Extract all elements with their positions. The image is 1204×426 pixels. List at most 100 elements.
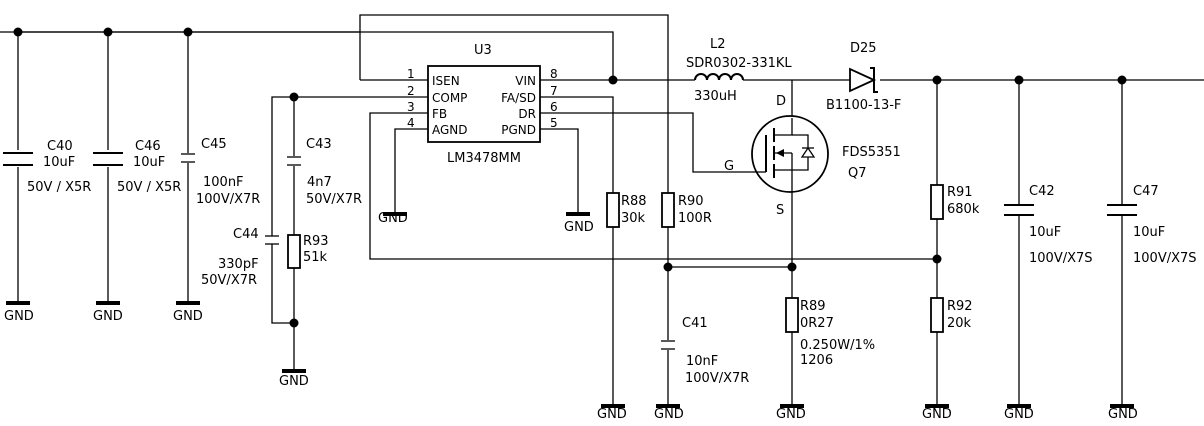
r89-power: 0.250W/1%	[800, 338, 875, 353]
resistor-r88: R88 30k	[606, 192, 647, 228]
diode-d25: D25 B1100-13-F	[826, 41, 901, 113]
r91-value: 680k	[947, 202, 980, 217]
gnd-label-c46: GND	[93, 309, 123, 324]
d25-part: B1100-13-F	[826, 98, 901, 113]
q7-part: FDS5351	[842, 145, 901, 160]
resistor-r90: R90 100R	[661, 192, 712, 228]
capacitor-c42: C42 10uF 100V/X7S	[1004, 184, 1093, 266]
r92-value: 20k	[947, 316, 972, 331]
c40-ref: C40	[47, 139, 73, 154]
u3-pin6-name: DR	[518, 107, 536, 121]
c45-rating: 100V/X7R	[196, 192, 260, 207]
u3-pin2-num: 2	[407, 84, 415, 98]
u3-pin6-num: 6	[550, 100, 558, 114]
resistor-r93: R93 51k	[287, 234, 329, 269]
c43-rating: 50V/X7R	[306, 192, 362, 207]
u3-pin8-name: VIN	[515, 74, 536, 88]
gnd-label-pgnd: GND	[564, 220, 594, 235]
c45-ref: C45	[201, 137, 227, 152]
resistor-r91: R91 680k	[930, 184, 980, 220]
gnd-label-c40: GND	[4, 309, 34, 324]
c41-value: 10nF	[686, 354, 718, 369]
u3-pin3-name: FB	[432, 107, 447, 121]
resistor-r89: R89 0R27 0.250W/1% 1206	[785, 297, 875, 368]
c46-rating: 50V / X5R	[117, 180, 181, 195]
gnd-label-r93: GND	[279, 374, 309, 389]
inductor-l2: L2 SDR0302-331KL 330uH	[686, 37, 792, 104]
capacitor-c45: C45 100nF 100V/X7R	[181, 137, 260, 207]
r93-ref: R93	[303, 234, 329, 249]
l2-value: 330uH	[694, 89, 737, 104]
c47-value: 10uF	[1133, 225, 1165, 240]
u3-pin2-name: COMP	[432, 91, 467, 105]
u3-lm3478mm: U3 LM3478MM 1 2 3 4 8 7 6 5 ISEN COMP FB…	[407, 43, 558, 166]
gnd-label-r88: GND	[597, 407, 627, 422]
u3-pin5-num: 5	[550, 116, 558, 130]
u3-pin8-num: 8	[550, 67, 558, 81]
capacitor-c43: C43 4n7 50V/X7R	[287, 137, 362, 207]
capacitor-c46: C46 10uF 50V / X5R	[93, 139, 181, 195]
d25-ref: D25	[850, 41, 877, 56]
ground-symbols: GND GND GND GND GND GND GND GND GND GND …	[4, 211, 1138, 422]
u3-ref: U3	[474, 43, 492, 58]
u3-pin7-name: FA/SD	[501, 91, 536, 105]
gnd-label-c42: GND	[1004, 407, 1034, 422]
gnd-label-r92: GND	[922, 407, 952, 422]
u3-pin4-name: AGND	[432, 123, 468, 137]
junctions	[13, 27, 1127, 328]
capacitor-c41: C41 10nF 100V/X7R	[661, 316, 749, 386]
u3-pin1-num: 1	[407, 67, 415, 81]
capacitor-c40: C40 10uF 50V / X5R	[3, 139, 91, 195]
gnd-label-r89: GND	[776, 407, 806, 422]
gnd-label-c41: GND	[654, 407, 684, 422]
r90-value: 100R	[678, 211, 712, 226]
c44-value: 330pF	[218, 257, 259, 272]
c46-value: 10uF	[133, 155, 165, 170]
u3-pin5-name: PGND	[501, 123, 536, 137]
gnd-label-c47: GND	[1108, 407, 1138, 422]
u3-pin7-num: 7	[550, 84, 558, 98]
c47-ref: C47	[1133, 184, 1159, 199]
r88-value: 30k	[621, 211, 646, 226]
c40-rating: 50V / X5R	[27, 180, 91, 195]
resistor-r92: R92 20k	[930, 297, 973, 333]
r93-value: 51k	[303, 250, 328, 265]
c45-value: 100nF	[203, 175, 244, 190]
r91-ref: R91	[947, 185, 973, 200]
r89-package: 1206	[800, 353, 833, 368]
c44-rating: 50V/X7R	[201, 273, 257, 288]
capacitor-c44: C44 330pF 50V/X7R	[201, 226, 279, 288]
mosfet-q7: D G S FDS5351 Q7	[724, 94, 901, 218]
c42-ref: C42	[1029, 184, 1055, 199]
gnd-label-c45: GND	[173, 309, 203, 324]
q7-drain-label: D	[776, 94, 786, 109]
capacitor-c47: C47 10uF 100V/X7S	[1107, 184, 1197, 266]
c43-value: 4n7	[307, 175, 332, 190]
q7-ref: Q7	[848, 166, 867, 181]
r89-ref: R89	[800, 299, 826, 314]
u3-pin4-num: 4	[407, 116, 415, 130]
r90-ref: R90	[678, 194, 704, 209]
c42-rating: 100V/X7S	[1029, 251, 1093, 266]
c42-value: 10uF	[1029, 225, 1061, 240]
c40-value: 10uF	[43, 155, 75, 170]
c41-ref: C41	[682, 316, 708, 331]
c41-rating: 100V/X7R	[685, 371, 749, 386]
l2-ref: L2	[710, 37, 726, 52]
q7-gate-label: G	[724, 159, 734, 174]
r89-value: 0R27	[800, 316, 834, 331]
u3-part: LM3478MM	[447, 151, 521, 166]
r88-ref: R88	[621, 194, 647, 209]
u3-pin3-num: 3	[407, 100, 415, 114]
c47-rating: 100V/X7S	[1133, 251, 1197, 266]
c43-ref: C43	[306, 137, 332, 152]
r92-ref: R92	[947, 299, 973, 314]
c46-ref: C46	[135, 139, 161, 154]
l2-part: SDR0302-331KL	[686, 56, 792, 71]
u3-pin1-name: ISEN	[432, 74, 460, 88]
wires	[0, 14, 1204, 405]
gnd-label-agnd: GND	[378, 211, 408, 226]
c44-ref: C44	[233, 227, 259, 242]
q7-source-label: S	[776, 203, 784, 218]
